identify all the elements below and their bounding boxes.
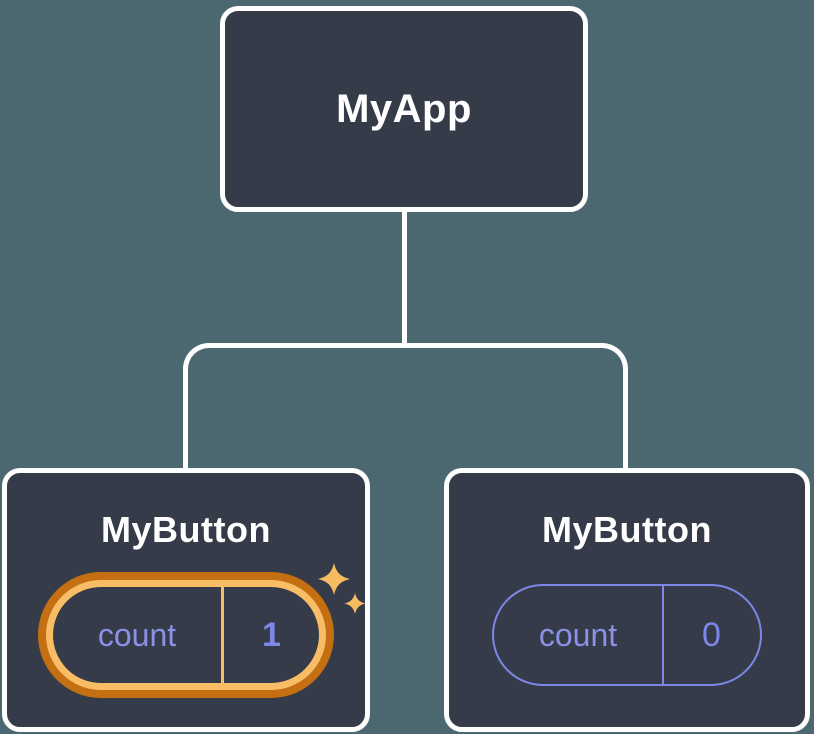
connector-branch <box>183 343 628 468</box>
state-value: 0 <box>702 615 721 654</box>
child-component-title: MyButton <box>101 509 271 550</box>
state-value: 1 <box>262 615 281 654</box>
child-component-title: MyButton <box>542 509 712 550</box>
root-component-node: MyApp <box>220 6 588 212</box>
state-label: count <box>97 616 177 653</box>
state-divider <box>221 587 224 683</box>
child-component-node-right: MyButton count 0 <box>444 468 810 732</box>
state-label: count <box>538 616 618 653</box>
state-divider <box>662 586 664 684</box>
state-pill-area: count 0 <box>449 551 805 719</box>
state-pill: count 0 <box>492 584 762 686</box>
child-component-node-left: MyButton count 1 <box>2 468 370 732</box>
sparkles-icon <box>318 563 366 614</box>
state-label-segment: count <box>494 586 662 684</box>
connector-stem <box>402 212 407 346</box>
root-component-title: MyApp <box>336 86 472 131</box>
state-pill-highlighted: count 1 <box>46 580 326 690</box>
state-value-segment: 0 <box>664 586 759 684</box>
state-value-segment: 1 <box>224 587 319 683</box>
state-pill-area: count 1 <box>7 551 365 719</box>
state-label-segment: count <box>53 587 221 683</box>
